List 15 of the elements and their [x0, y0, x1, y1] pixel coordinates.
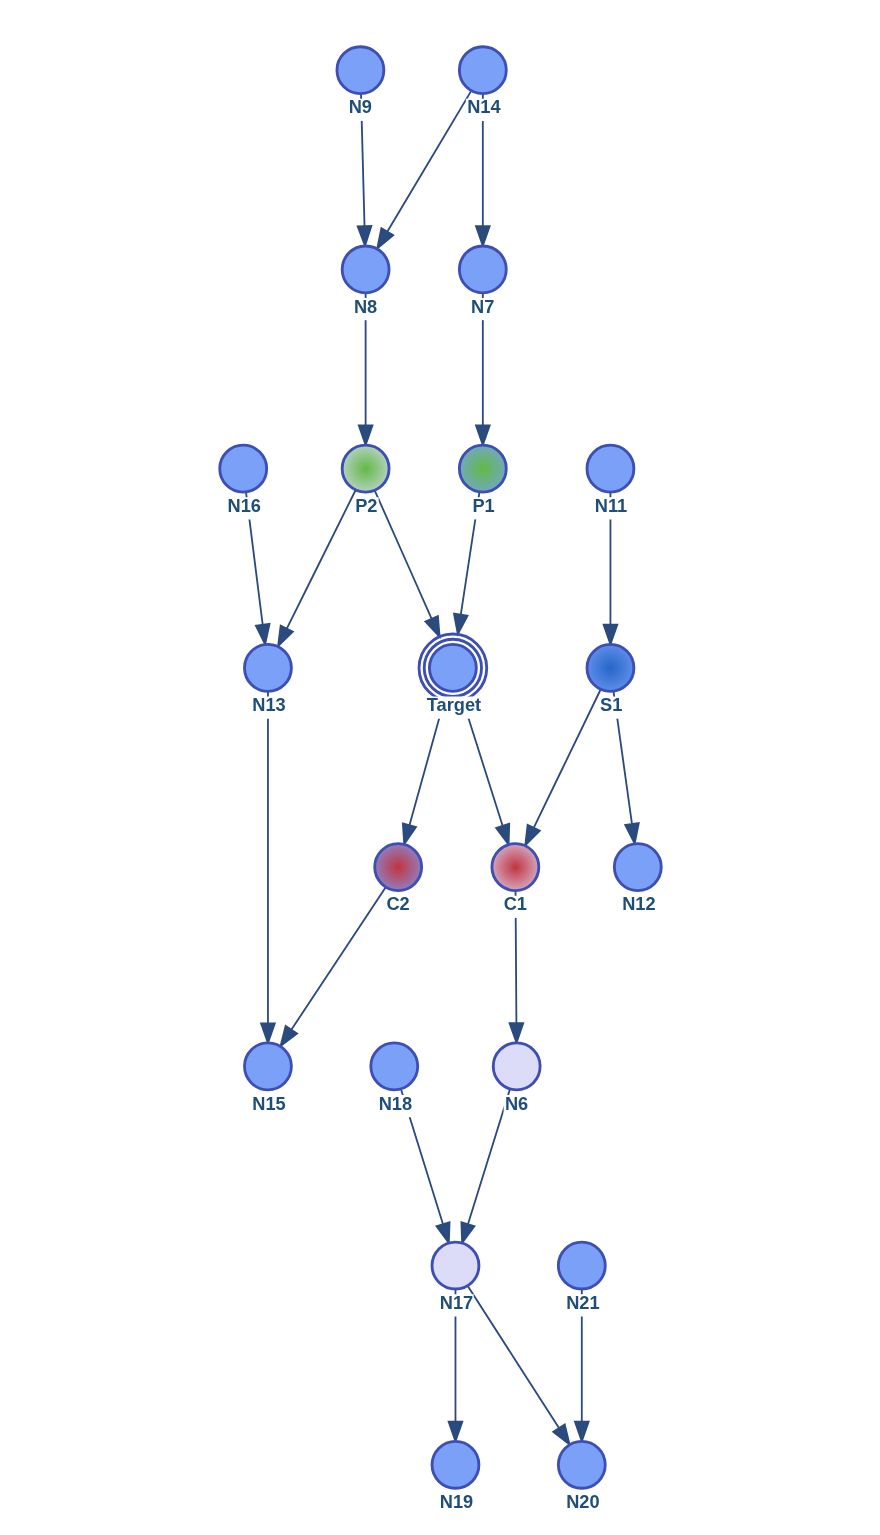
arrow — [278, 886, 387, 1049]
node-label: N19 — [439, 1491, 473, 1513]
arrow — [373, 489, 441, 640]
node-circle — [242, 1041, 293, 1092]
node-circle — [372, 842, 423, 892]
node-label: N20 — [565, 1491, 600, 1513]
node-label: C2 — [385, 893, 410, 915]
node-label: N15 — [251, 1092, 286, 1114]
arrow — [375, 89, 472, 251]
node-circle — [612, 842, 663, 892]
node-circle — [556, 1440, 607, 1490]
node-circle — [430, 1440, 480, 1490]
arrow — [466, 1284, 571, 1447]
arrow — [276, 489, 356, 649]
node-label: N12 — [621, 893, 656, 915]
